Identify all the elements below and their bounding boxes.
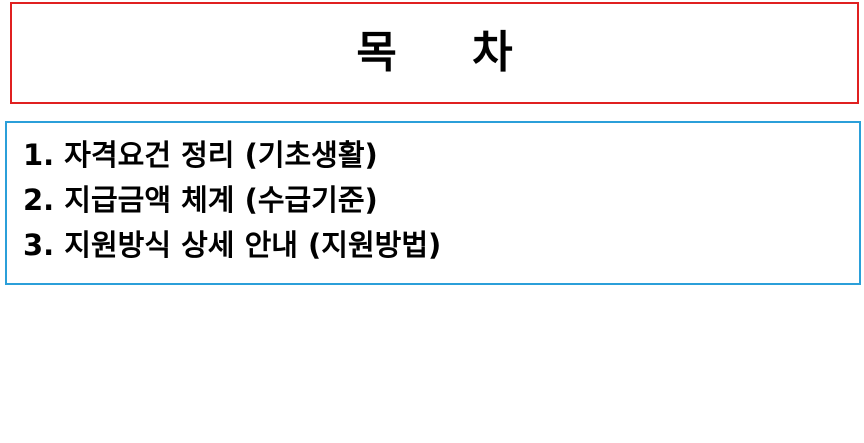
- table-of-contents: 1. 자격요건 정리 (기초생활) 2. 지급금액 체계 (수급기준) 3. 지…: [5, 121, 861, 285]
- toc-item-2: 2. 지급금액 체계 (수급기준): [23, 183, 378, 217]
- toc-item-3: 3. 지원방식 상세 안내 (지원방법): [23, 228, 442, 262]
- title-box: 목 차: [10, 2, 859, 104]
- toc-list: 1. 자격요건 정리 (기초생활) 2. 지급금액 체계 (수급기준) 3. 지…: [23, 133, 859, 268]
- page-title: 목 차: [356, 27, 543, 78]
- toc-item-1: 1. 자격요건 정리 (기초생활): [23, 138, 378, 172]
